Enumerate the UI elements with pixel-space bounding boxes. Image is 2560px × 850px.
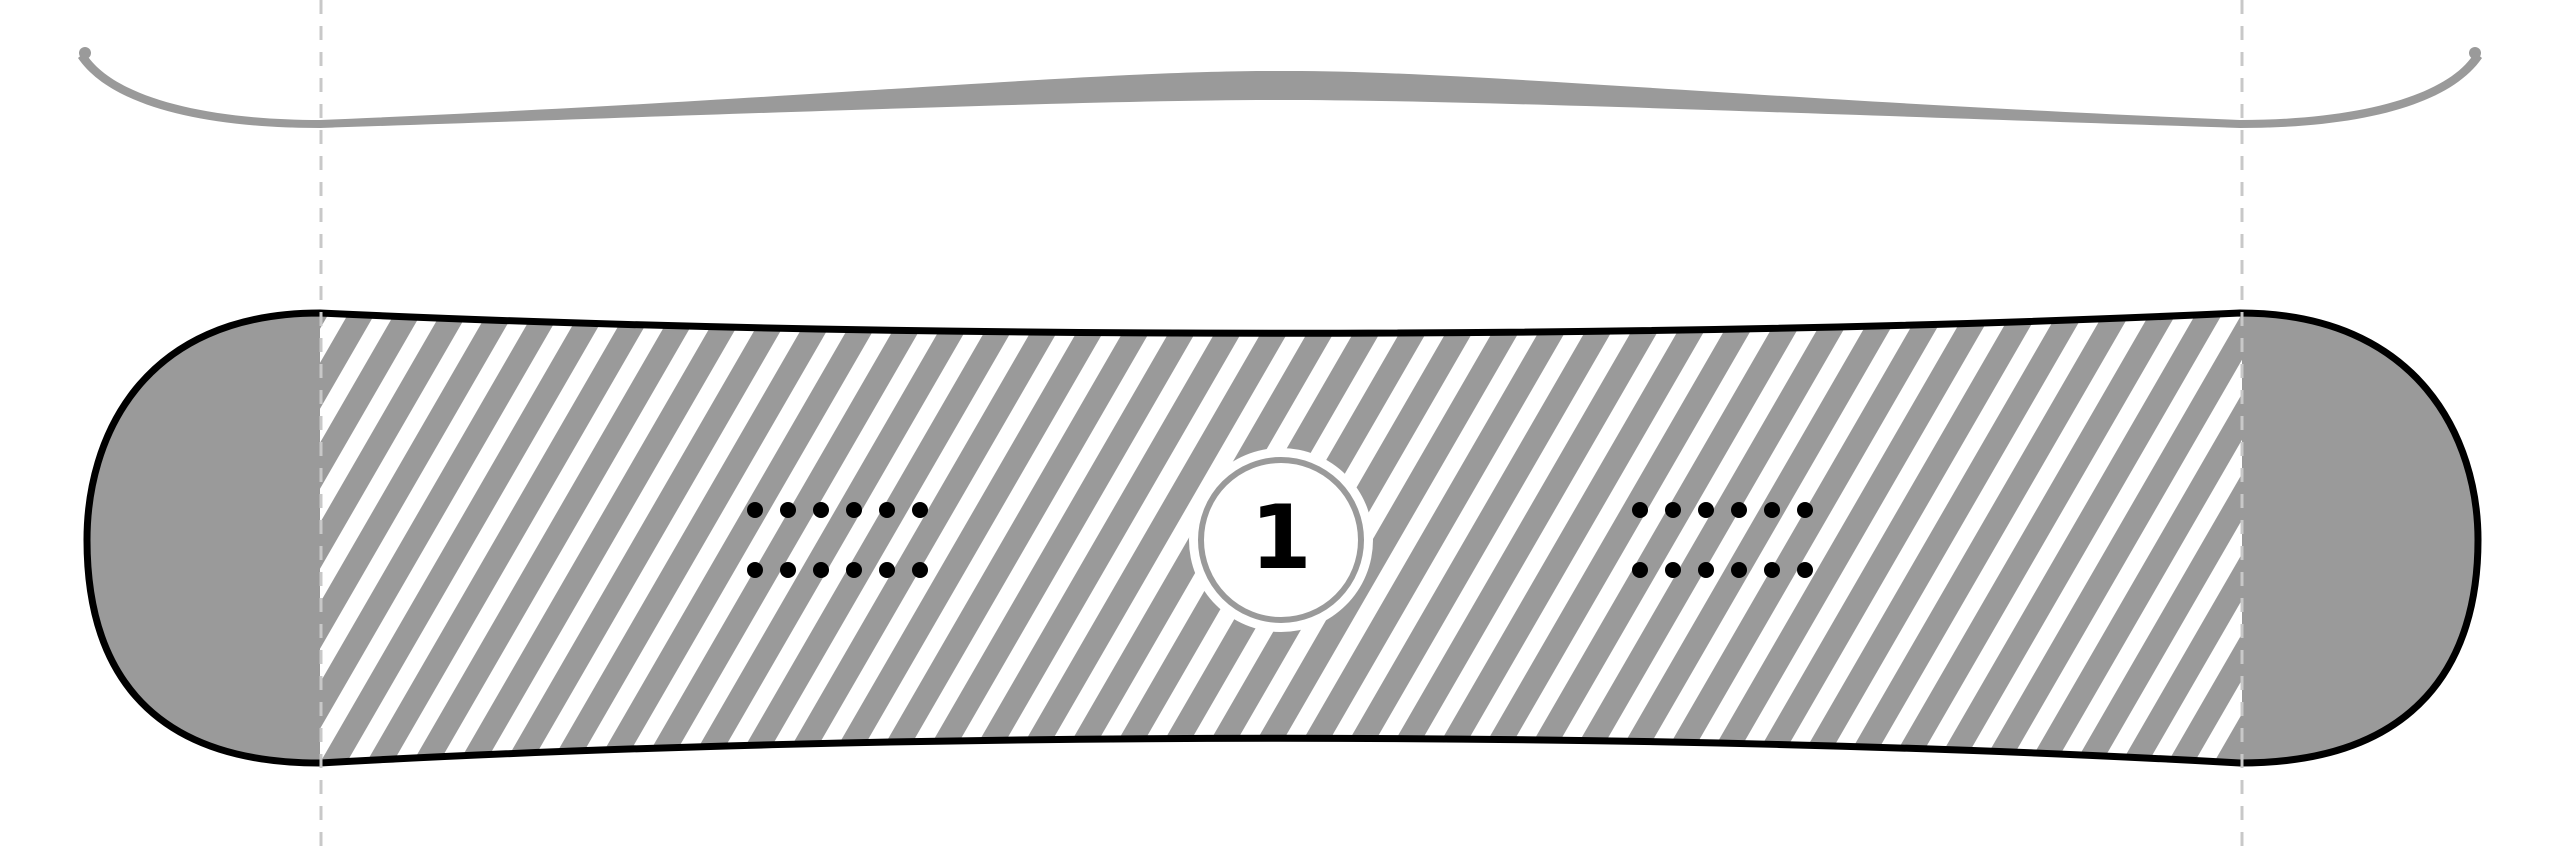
insert-dot bbox=[1698, 562, 1714, 578]
insert-dot bbox=[879, 562, 895, 578]
insert-dot bbox=[1665, 562, 1681, 578]
contact-point-guides bbox=[319, 0, 2244, 850]
insert-dot bbox=[1665, 502, 1681, 518]
insert-dot bbox=[780, 502, 796, 518]
insert-dot bbox=[846, 562, 862, 578]
insert-dot bbox=[879, 502, 895, 518]
insert-dot bbox=[1764, 562, 1780, 578]
insert-dot bbox=[846, 502, 862, 518]
insert-dot bbox=[813, 562, 829, 578]
insert-dot bbox=[1731, 502, 1747, 518]
insert-dot bbox=[1632, 502, 1648, 518]
insert-group-left bbox=[747, 502, 928, 578]
insert-dot bbox=[1632, 562, 1648, 578]
board-side-profile bbox=[78, 52, 2482, 128]
insert-dot bbox=[1797, 502, 1813, 518]
numbered-circle-marker: 1 bbox=[1189, 448, 1373, 632]
side-profile-view bbox=[78, 47, 2482, 128]
insert-group-right bbox=[1632, 502, 1813, 578]
insert-dot bbox=[1764, 502, 1780, 518]
insert-dot bbox=[1797, 562, 1813, 578]
insert-dot bbox=[1698, 502, 1714, 518]
marker-number: 1 bbox=[1250, 486, 1311, 589]
insert-dot bbox=[813, 502, 829, 518]
insert-dot bbox=[912, 562, 928, 578]
insert-dot bbox=[912, 502, 928, 518]
insert-dot bbox=[747, 502, 763, 518]
insert-dot bbox=[747, 562, 763, 578]
profile-tip-right bbox=[2469, 47, 2481, 59]
marker-circle bbox=[1198, 457, 1364, 623]
insert-dot bbox=[1731, 562, 1747, 578]
profile-tip-left bbox=[79, 47, 91, 59]
board-outline bbox=[83, 309, 2482, 767]
insert-dot bbox=[780, 562, 796, 578]
